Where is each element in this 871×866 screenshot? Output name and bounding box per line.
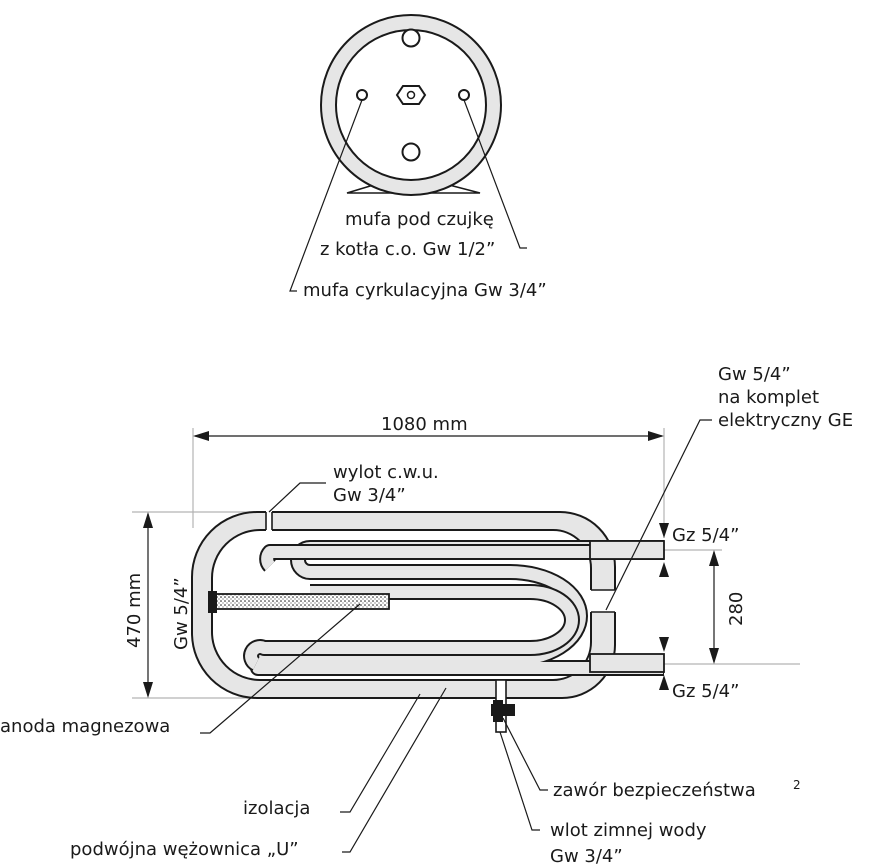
label-circulation-socket: mufa cyrkulacyjna Gw 3/4” (303, 280, 547, 301)
dim-coil-arrow-top (709, 550, 719, 566)
label-electric-line2: na komplet (718, 387, 819, 408)
leader-safety-valve (502, 717, 548, 791)
gz-top-arrow-down (659, 523, 669, 538)
bottom-port-hole (401, 142, 421, 162)
leader-anode (200, 603, 361, 734)
top-port-hole (401, 28, 421, 48)
label-electric-line1: Gw 5/4” (718, 364, 791, 385)
leader-insulation (340, 693, 421, 813)
coil-lower-loop-fill (245, 586, 578, 670)
label-cold-inlet-line1: wlot zimnej wody (550, 820, 707, 841)
label-sensor-socket-line2: z kotła c.o. Gw 1/2” (320, 239, 495, 260)
leader-coil (342, 687, 447, 853)
gz-top-arrow-up (659, 562, 669, 577)
leader-circulation-socket (289, 99, 363, 292)
label-safety-valve-note: 2 (793, 778, 801, 792)
dim-length-label: 1080 mm (381, 414, 468, 435)
circulation-socket-hole (356, 89, 368, 101)
safety-valve-body (493, 700, 503, 722)
dim-coil-arrow-bottom (709, 648, 719, 664)
sensor-socket-hole (458, 89, 470, 101)
label-coil-top: Gz 5/4” (672, 525, 739, 546)
anode-nut-icon (395, 85, 427, 105)
magnesium-anode (213, 593, 390, 610)
dim-coil-spacing-label: 280 (726, 592, 747, 626)
label-coil: podwójna wężownica „U” (70, 839, 299, 860)
label-left-port: Gw 5/4” (171, 577, 192, 650)
anode-nut-center (406, 90, 416, 100)
dim-height-arrow-bottom (143, 682, 153, 698)
label-coil-bottom: Gz 5/4” (672, 681, 739, 702)
coil-upper-loop-fill (261, 546, 663, 571)
leader-hot-outlet (268, 482, 326, 513)
leader-electric (605, 419, 712, 611)
dim-length-arrow-left (193, 431, 209, 441)
label-hot-outlet-line1: wylot c.w.u. (333, 462, 439, 483)
label-anode: anoda magnezowa (0, 716, 170, 737)
dim-length-arrow-right (648, 431, 664, 441)
label-insulation: izolacja (243, 798, 310, 819)
label-hot-outlet-line2: Gw 3/4” (333, 485, 406, 506)
dim-height-arrow-top (143, 512, 153, 528)
coil-stub-top (589, 540, 665, 560)
label-cold-inlet-line2: Gw 3/4” (550, 846, 623, 866)
coil-stub-bottom (589, 653, 665, 673)
hot-water-outlet-gap (266, 509, 272, 532)
dim-height-label: 470 mm (124, 573, 145, 648)
label-safety-valve: zawór bezpieczeństwa (553, 780, 756, 801)
gz-bottom-arrow-up (659, 675, 669, 690)
leader-sensor-socket (463, 99, 527, 249)
front-view: 1080 mm 470 mm Gw 5/4” 280 Gz 5/4” Gz 5/… (0, 364, 853, 866)
label-electric-line3: elektryczny GE (718, 410, 853, 431)
side-view: mufa pod czujkę z kotła c.o. Gw 1/2” muf… (289, 14, 547, 301)
leader-cold-inlet (499, 731, 540, 831)
label-sensor-socket-line1: mufa pod czujkę (345, 209, 494, 230)
electric-heater-opening (588, 590, 620, 612)
anode-plug (208, 591, 217, 613)
gz-bottom-arrow-down (659, 637, 669, 652)
